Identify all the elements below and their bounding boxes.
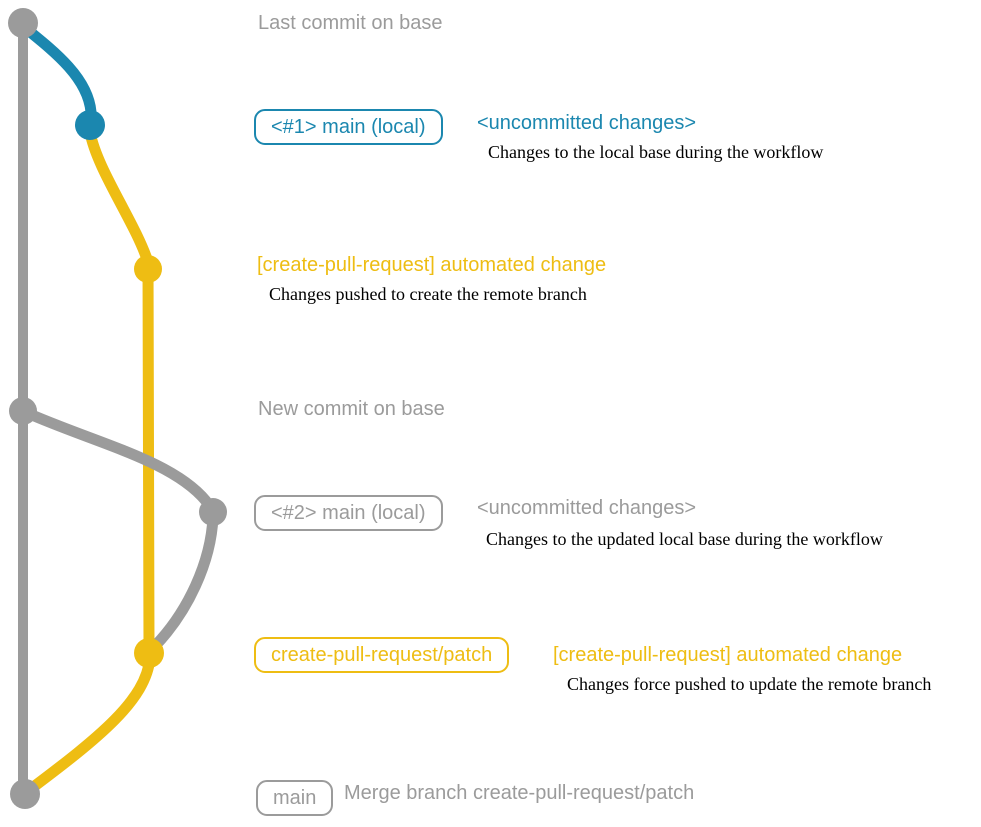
- commit-dot-new-commit-on-base: [9, 397, 37, 425]
- branch-badge-patch: create-pull-request/patch: [254, 637, 510, 673]
- new-commit-label: New commit on base: [258, 398, 445, 420]
- commit-dot-last-commit-on-base: [8, 8, 38, 38]
- patch-merge-line: [22, 652, 156, 797]
- commit-dot-uncommitted-changes-1: [75, 110, 105, 140]
- commit-dot-merge-commit: [10, 779, 40, 809]
- branch-badge-main-local-1: <#1> main (local): [254, 109, 443, 145]
- note-uncommitted-2: Changes to the updated local base during…: [486, 529, 883, 549]
- commit-message-uncommitted-1: <uncommitted changes>: [477, 112, 697, 134]
- last-commit-label: Last commit on base: [258, 12, 443, 34]
- commit-dot-automated-change-2: [134, 638, 164, 668]
- patch-branch-line: [84, 126, 155, 654]
- local-branch-1-line: [18, 21, 97, 118]
- note-automated-1: Changes pushed to create the remote bran…: [269, 284, 587, 304]
- commit-dot-automated-change-1: [134, 255, 162, 283]
- commit-message-uncommitted-2: <uncommitted changes>: [477, 497, 697, 519]
- commit-message-merge: Merge branch create-pull-request/patch: [344, 782, 695, 804]
- local-branch-2-line: [19, 406, 219, 653]
- commit-graph: [8, 8, 227, 809]
- note-uncommitted-1: Changes to the local base during the wor…: [488, 142, 824, 162]
- commit-message-automated-2: [create-pull-request] automated change: [553, 644, 903, 666]
- branch-badge-main: main: [256, 780, 334, 816]
- note-automated-2: Changes force pushed to update the remot…: [567, 674, 932, 694]
- branch-badge-main-local-2: <#2> main (local): [254, 495, 443, 531]
- commit-dot-uncommitted-changes-2: [199, 498, 227, 526]
- commit-message-automated-1: [create-pull-request] automated change: [257, 254, 607, 276]
